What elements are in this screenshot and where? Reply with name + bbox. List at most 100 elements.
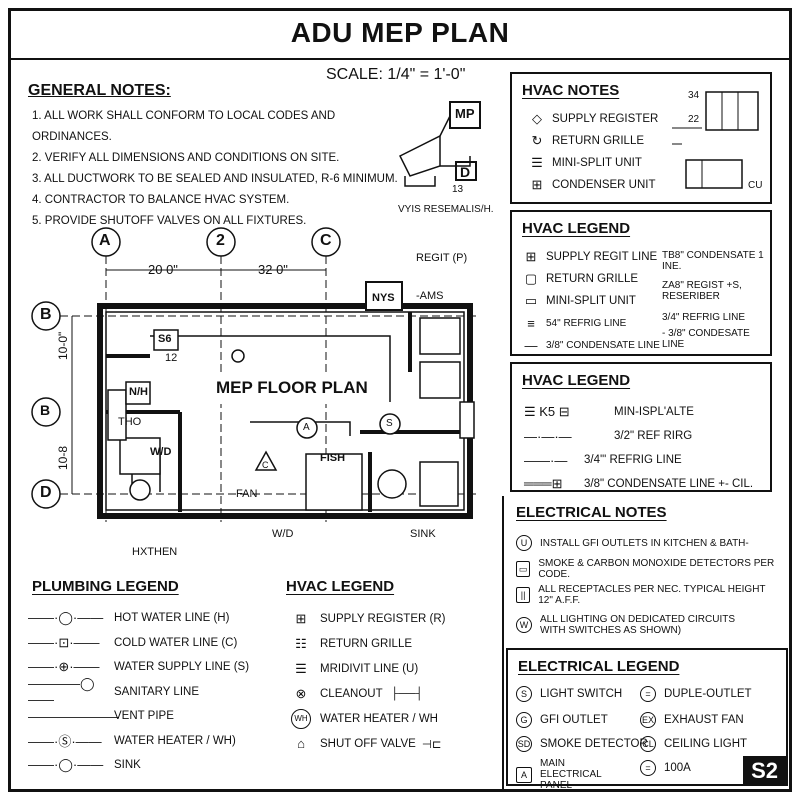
condensate-line-icon-2: ═══⊞ (524, 476, 563, 491)
hvac-l1-row-3: ▭MINI-SPLIT UNIT (516, 290, 666, 312)
return-grille-icon-2: ☷ (295, 635, 307, 651)
hvac-note-row-1: ◇SUPPLY REGISTER (522, 108, 662, 130)
hvac-legend-3-heading: HVAC LEGEND (286, 578, 395, 595)
supply-register-icon-2: ⊞ (295, 610, 307, 626)
ceiling-light-icon: CL (640, 736, 656, 752)
elec-legend-item-8: =100A (640, 760, 691, 776)
detail-pipe (398, 134, 441, 177)
hvac-l1-row-1: ⊞SUPPLY REGIT LINE (516, 246, 666, 268)
plumbing-legend-list: ——·◯·——HOT WATER LINE (H) ——·⊡·——COLD WA… (28, 606, 278, 778)
general-note-1: 1. ALL WORK SHALL CONFORM TO LOCAL CODES… (32, 110, 336, 143)
grid-bubble-b2 (31, 397, 61, 427)
cold-water-line-icon: ——·⊡·—— (28, 634, 100, 650)
lighting-note-icon: W (516, 617, 532, 633)
general-note-2: 2. VERIFY ALL DIMENSIONS AND CONDITIONS … (32, 152, 340, 164)
hvac-legend-1-left: ⊞SUPPLY REGIT LINE ▢RETURN GRILLE ▭MINI-… (516, 246, 666, 356)
elec-note-row-2: ▭SMOKE & CARBON MONOXIDE DETECTORS PER C… (516, 556, 776, 582)
electrical-notes-heading: ELECTRICAL NOTES (516, 504, 667, 521)
hvac-legend-2-heading: HVAC LEGEND (522, 372, 631, 389)
hvac-legend-1-box: HVAC LEGEND ⊞SUPPLY REGIT LINE ▢RETURN G… (510, 210, 772, 356)
plumb-row-3: ——·⊕·——WATER SUPPLY LINE (S) (28, 659, 250, 675)
hvac-l3-row-4: ⊗CLEANOUT├──┤ (282, 681, 502, 706)
dim-left-upper: 10-0" (56, 331, 70, 360)
symbol-s-label: S (386, 418, 393, 429)
grid-label-c: C (320, 232, 332, 249)
hvac-notes-box: HVAC NOTES ◇SUPPLY REGISTER ↻RETURN GRIL… (510, 72, 772, 204)
detail-tag: MP (455, 106, 475, 121)
n12-label: 12 (165, 352, 178, 364)
mini-split-icon: ☰ (531, 155, 543, 170)
detail-letter-box (455, 161, 477, 181)
hvac-legend-1-heading: HVAC LEGEND (522, 220, 631, 237)
floor-plan (31, 227, 480, 522)
valve-line-icon: ⊣⊏ (421, 738, 442, 751)
symbol-c-label: C (262, 460, 269, 470)
general-notes-heading: GENERAL NOTES: (28, 82, 171, 99)
hvac-unit-sketch (672, 91, 759, 189)
mini-split-unit-icon: ▭ (524, 293, 538, 308)
plumbing-legend-heading: PLUMBING LEGEND (32, 578, 179, 595)
sink-label: SINK (410, 528, 436, 540)
refrig-line-icon: ≡ (527, 315, 535, 331)
detail-caption: VYIS RESEMALIS/H. (398, 204, 494, 215)
kitchen-unit (305, 453, 363, 511)
detail-letter: D (460, 164, 471, 180)
smoke-detector-icon: SD (516, 736, 532, 752)
hvac-l1-right-2: ZA8" REGIST +S, RESERIBER (662, 280, 742, 302)
cleanout-icon: ⊗ (295, 685, 307, 701)
exhaust-fan-icon: EX (640, 712, 656, 728)
grid-label-b2: B (40, 402, 51, 418)
general-note-4: 4. CONTRACTOR TO BALANCE HVAC SYSTEM. (32, 194, 290, 206)
nh-label: N/H (129, 386, 148, 398)
plumb-row-6: ——·Ⓢ·——WATER HEATER / WH) (28, 729, 278, 754)
s6-label: S6 (158, 333, 172, 345)
hvac-legend-1-right: TB8" CONDENSATE 1 INE. ZA8" REGIST +S, R… (662, 250, 772, 350)
wd-label: W/D (150, 446, 172, 458)
grid-label-a: A (99, 232, 111, 249)
sheet-title: ADU MEP PLAN (290, 17, 510, 48)
hvac-notes-heading: HVAC NOTES (522, 82, 620, 99)
general-notes-list: 1. ALL WORK SHALL CONFORM TO LOCAL CODES… (32, 106, 402, 232)
s6-box (153, 329, 179, 351)
hvac-l2-row-3: ——·—3/4'" REFRIG LINE (524, 452, 682, 468)
symbol-a-label: A (303, 422, 310, 433)
water-heater-icon: ——·Ⓢ·—— (28, 734, 102, 750)
hvac-note-row-3: ☰MINI-SPLIT UNIT (522, 152, 662, 174)
panel-amp-icon: = (640, 760, 656, 776)
hvac-l1-row-4: ≡54" REFRIG LINE (516, 312, 666, 334)
plumb-row-1: ——·◯·——HOT WATER LINE (H) (28, 610, 230, 626)
plumb-row-4: ————◯——SANITARY LINE (28, 676, 200, 708)
cleanout-line-icon: ├──┤ (390, 687, 424, 700)
mini-split-line-icon: ☰ (295, 660, 307, 676)
drawing-sheet (8, 8, 792, 792)
detail-sketch (398, 101, 481, 187)
hot-water-line-icon: ——·◯·—— (28, 610, 104, 626)
hvac-note-row-4: ⊞CONDENSER UNIT (522, 174, 662, 196)
plan-title: MEP FLOOR PLAN (216, 378, 368, 397)
vertical-divider (502, 496, 504, 792)
vent-pipe-icon: ——————— (28, 708, 119, 724)
sink-icon: ——·◯·—— (28, 757, 104, 773)
shut-off-valve-icon: ⌂ (297, 736, 305, 751)
condenser-icon: ⊞ (531, 177, 543, 192)
elec-note-row-3: ||ALL RECEPTACLES PER NEC. TYPICAL HEIGH… (516, 582, 776, 608)
hvac-l1-row-2: ▢RETURN GRILLE (516, 268, 666, 290)
duplex-outlet-icon: = (640, 686, 656, 702)
refrig-line-icon-3: ——·— (524, 452, 568, 468)
receptacle-note-icon: || (516, 587, 531, 603)
water-supply-line-icon: ——·⊕·—— (28, 659, 100, 675)
mini-split-symbol-icon: ☰ K5 ⊟ (524, 404, 570, 419)
hvac-l1-right-4: - 3/8" CONDESATE LINE (662, 328, 750, 350)
return-grille-icon: ↻ (531, 133, 543, 148)
hvac-legend-3-list: ⊞SUPPLY REGISTER (R) ☷RETURN GRILLE ☰MRI… (282, 606, 502, 756)
hvac-notes-list: ◇SUPPLY REGISTER ↻RETURN GRILLE ☰MINI-SP… (522, 108, 662, 196)
ams-label: -AMS (416, 290, 444, 302)
hvac-l1-right-1: TB8" CONDENSATE 1 INE. (662, 250, 764, 272)
grille-icon: ▢ (524, 271, 538, 286)
general-note-3: 3. ALL DUCTWORK TO BE SEALED AND INSULAT… (32, 173, 398, 185)
